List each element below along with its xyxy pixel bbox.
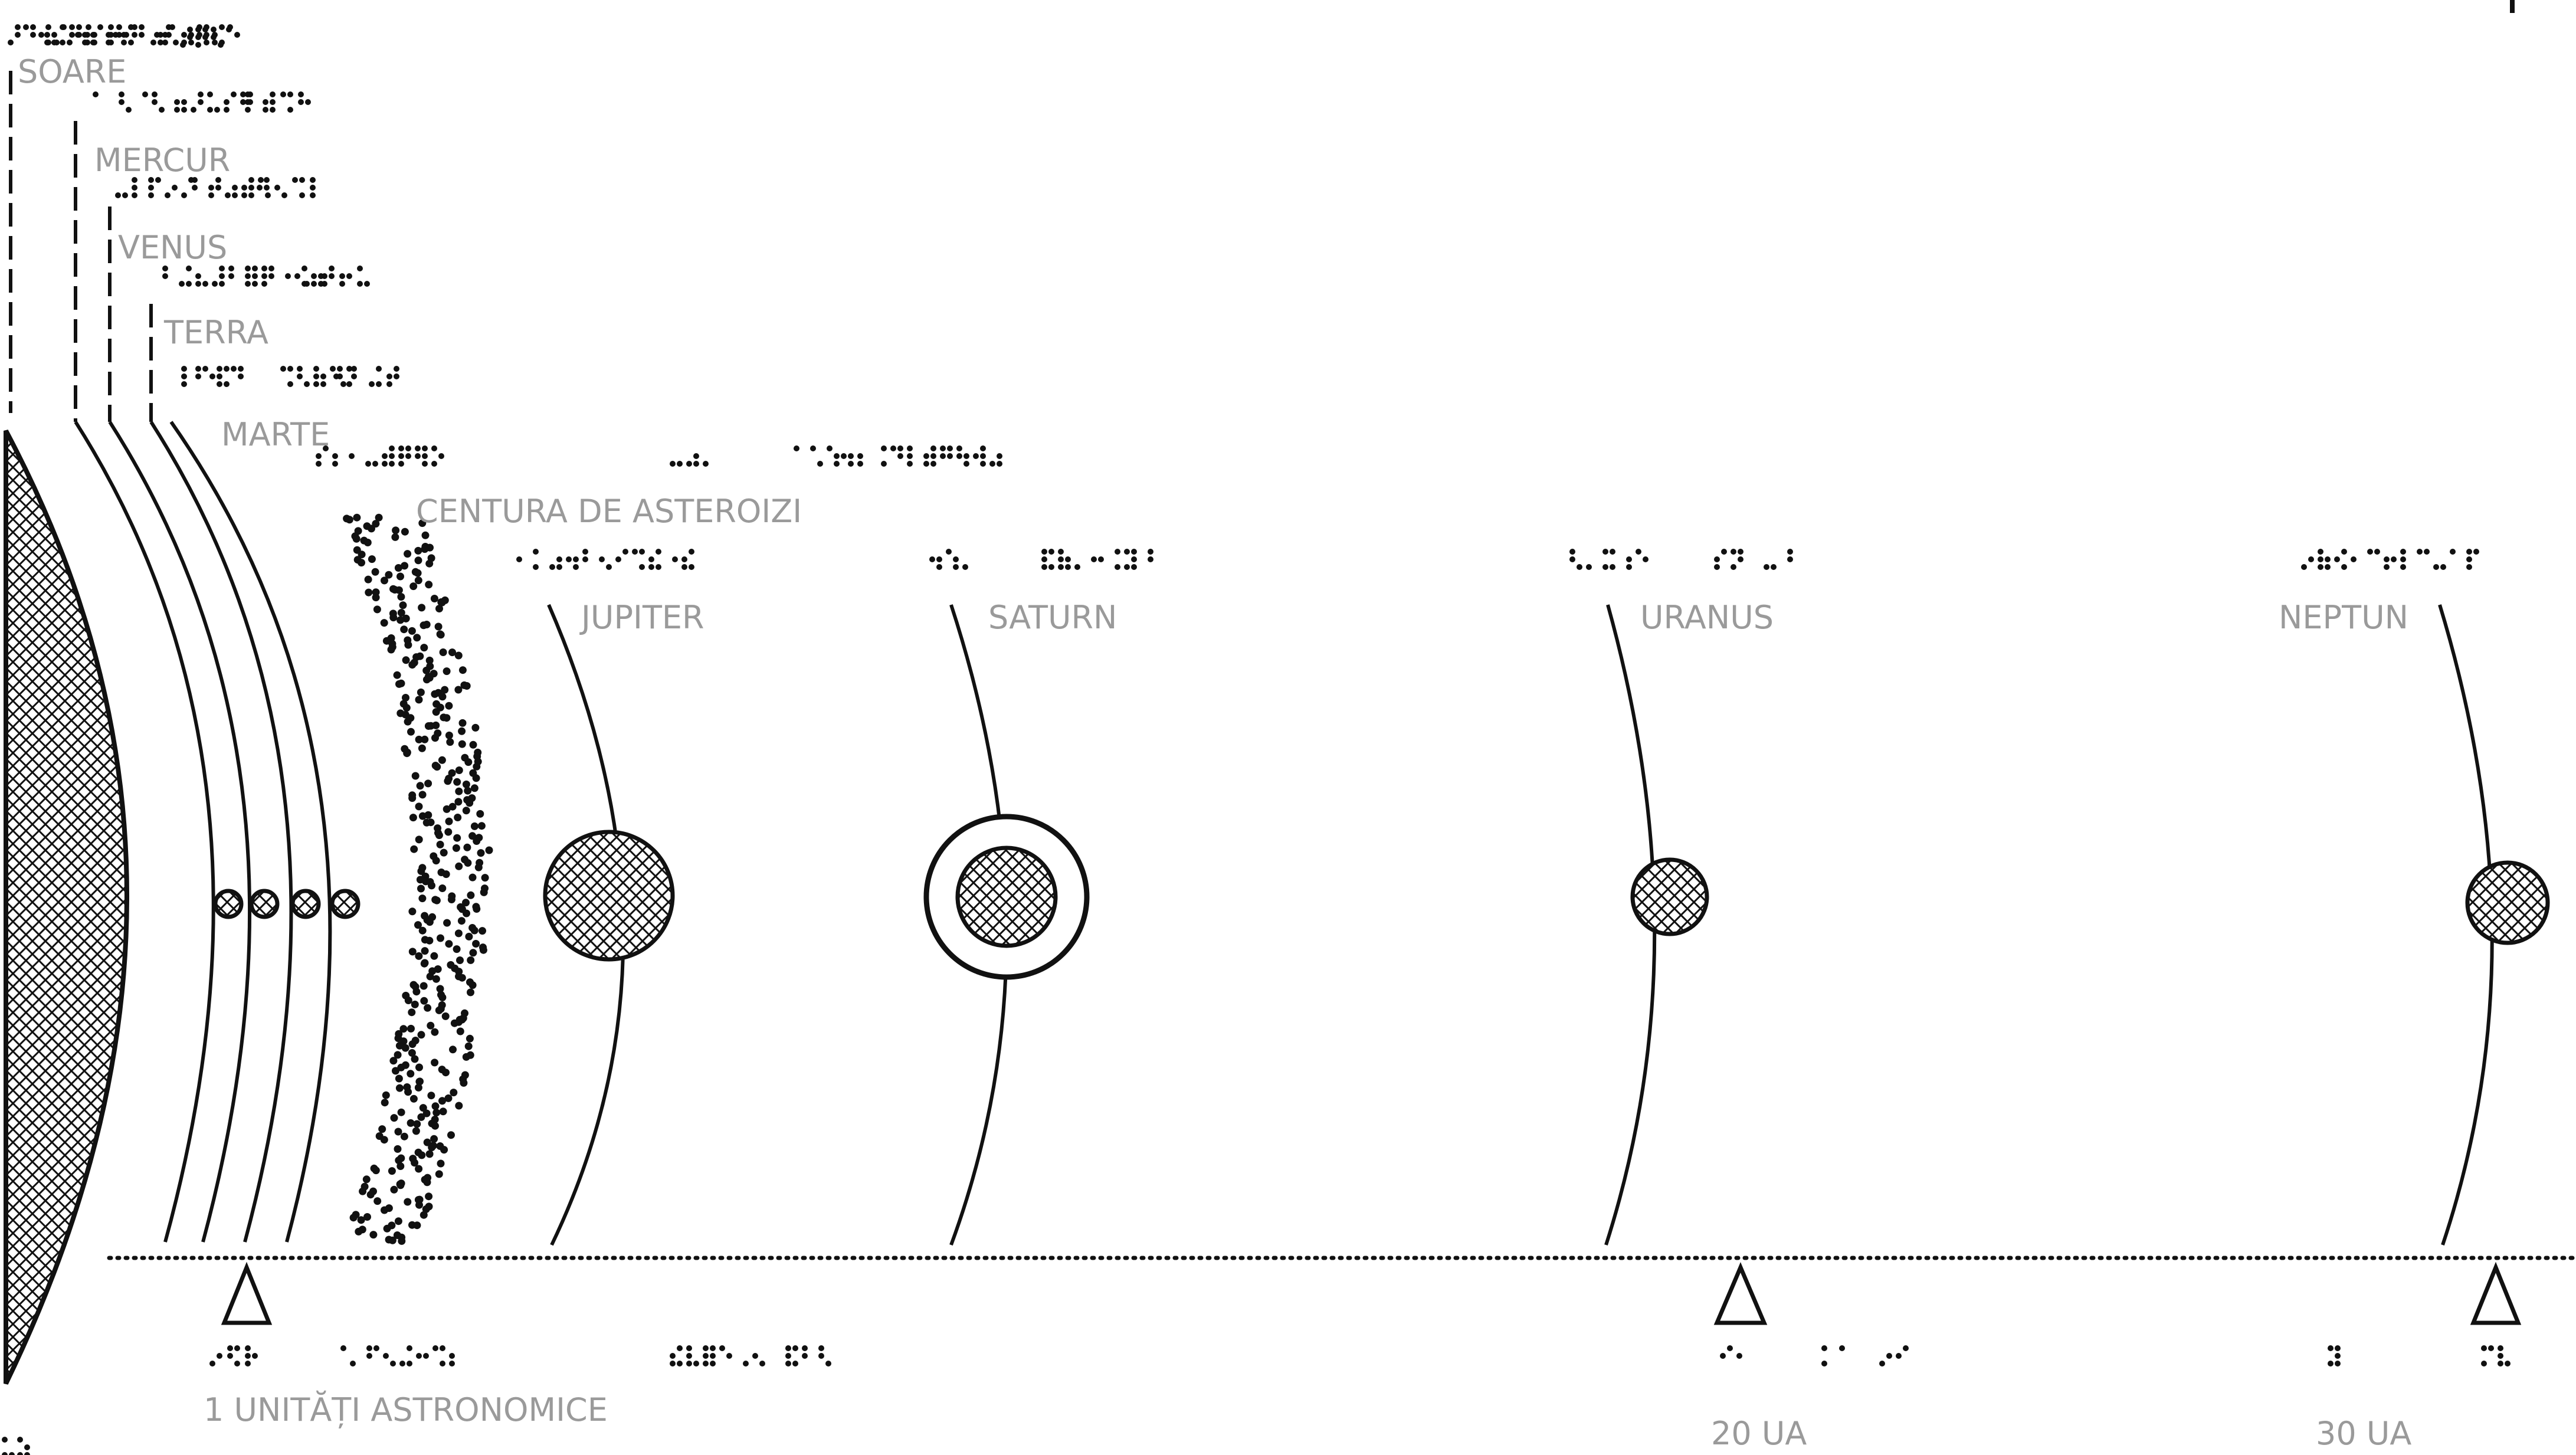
braille-uranus xyxy=(1569,549,1793,570)
uranus-label: URANUS xyxy=(1640,599,1774,636)
asteroid-belt-label: CENTURA DE ASTEROIZI xyxy=(416,493,802,530)
neptun-label: NEPTUN xyxy=(2279,599,2408,636)
braille-saturn xyxy=(929,549,1153,570)
scale-marker-30au-triangle xyxy=(2470,1261,2522,1325)
braille-scale-20au xyxy=(1720,1345,1909,1366)
jupiter-planet xyxy=(543,830,675,962)
uranus-orbit xyxy=(1604,604,1657,1246)
scale-marker-30au-label: 30 UA xyxy=(2316,1415,2411,1452)
sun-label: SOARE xyxy=(18,53,126,90)
sun-disk xyxy=(4,430,129,1385)
mercur-orbit xyxy=(74,421,215,1243)
braille-marte xyxy=(181,366,399,387)
jupiter-label: JUPITER xyxy=(579,599,704,636)
marte-label: MARTE xyxy=(221,416,330,453)
saturn-label: SATURN xyxy=(988,599,1117,636)
braille-asteroid-belt xyxy=(316,445,1002,467)
braille-scale-30au xyxy=(2328,1345,2511,1366)
uranus-planet xyxy=(1630,857,1709,936)
asteroid-belt-dots xyxy=(343,513,493,1245)
sun: SOARE xyxy=(4,24,240,1385)
mercur-label: MERCUR xyxy=(94,142,230,179)
marte-orbit xyxy=(169,421,332,1243)
saturn-planet xyxy=(955,846,1058,948)
venus-orbit xyxy=(108,421,252,1243)
terra-orbit xyxy=(149,421,293,1243)
planet-uranus: URANUS xyxy=(1569,549,1793,1246)
planet-neptun: NEPTUN xyxy=(2279,549,2550,1246)
distance-scale: 1 UNITĂȚI ASTRONOMICE 20 UA 30 UA xyxy=(107,1256,2576,1452)
planet-terra: TERRA xyxy=(149,266,370,1243)
braille-sun xyxy=(8,24,240,48)
braille-venus xyxy=(115,177,316,198)
neptun-planet xyxy=(2465,860,2550,945)
planet-mercur: MERCUR xyxy=(74,91,311,1243)
braille-scale-1au xyxy=(209,1345,831,1366)
braille-neptun xyxy=(2301,549,2479,570)
terra-label: TERRA xyxy=(163,314,268,351)
planet-jupiter: JUPITER xyxy=(516,549,704,1246)
braille-mercur xyxy=(93,91,311,113)
planet-venus: VENUS xyxy=(108,177,316,1243)
scale-marker-20au-triangle xyxy=(1713,1262,1768,1325)
venus-label: VENUS xyxy=(118,229,227,266)
scale-marker-20au-label: 20 UA xyxy=(1711,1415,1807,1452)
planet-saturn: SATURN xyxy=(923,549,1153,1246)
scale-marker-1au-triangle xyxy=(221,1261,273,1325)
marte-planet xyxy=(330,889,360,919)
terra-planet xyxy=(290,889,321,919)
planet-marte: MARTE xyxy=(169,366,399,1243)
braille-corner-bottom-left xyxy=(2,1437,30,1455)
asteroid-belt: CENTURA DE ASTEROIZI xyxy=(316,445,1002,1245)
braille-terra xyxy=(162,266,370,287)
venus-planet xyxy=(249,889,280,919)
mercur-planet xyxy=(213,889,244,919)
braille-jupiter xyxy=(516,549,694,570)
scale-marker-1au-label: 1 UNITĂȚI ASTRONOMICE xyxy=(204,1391,608,1428)
